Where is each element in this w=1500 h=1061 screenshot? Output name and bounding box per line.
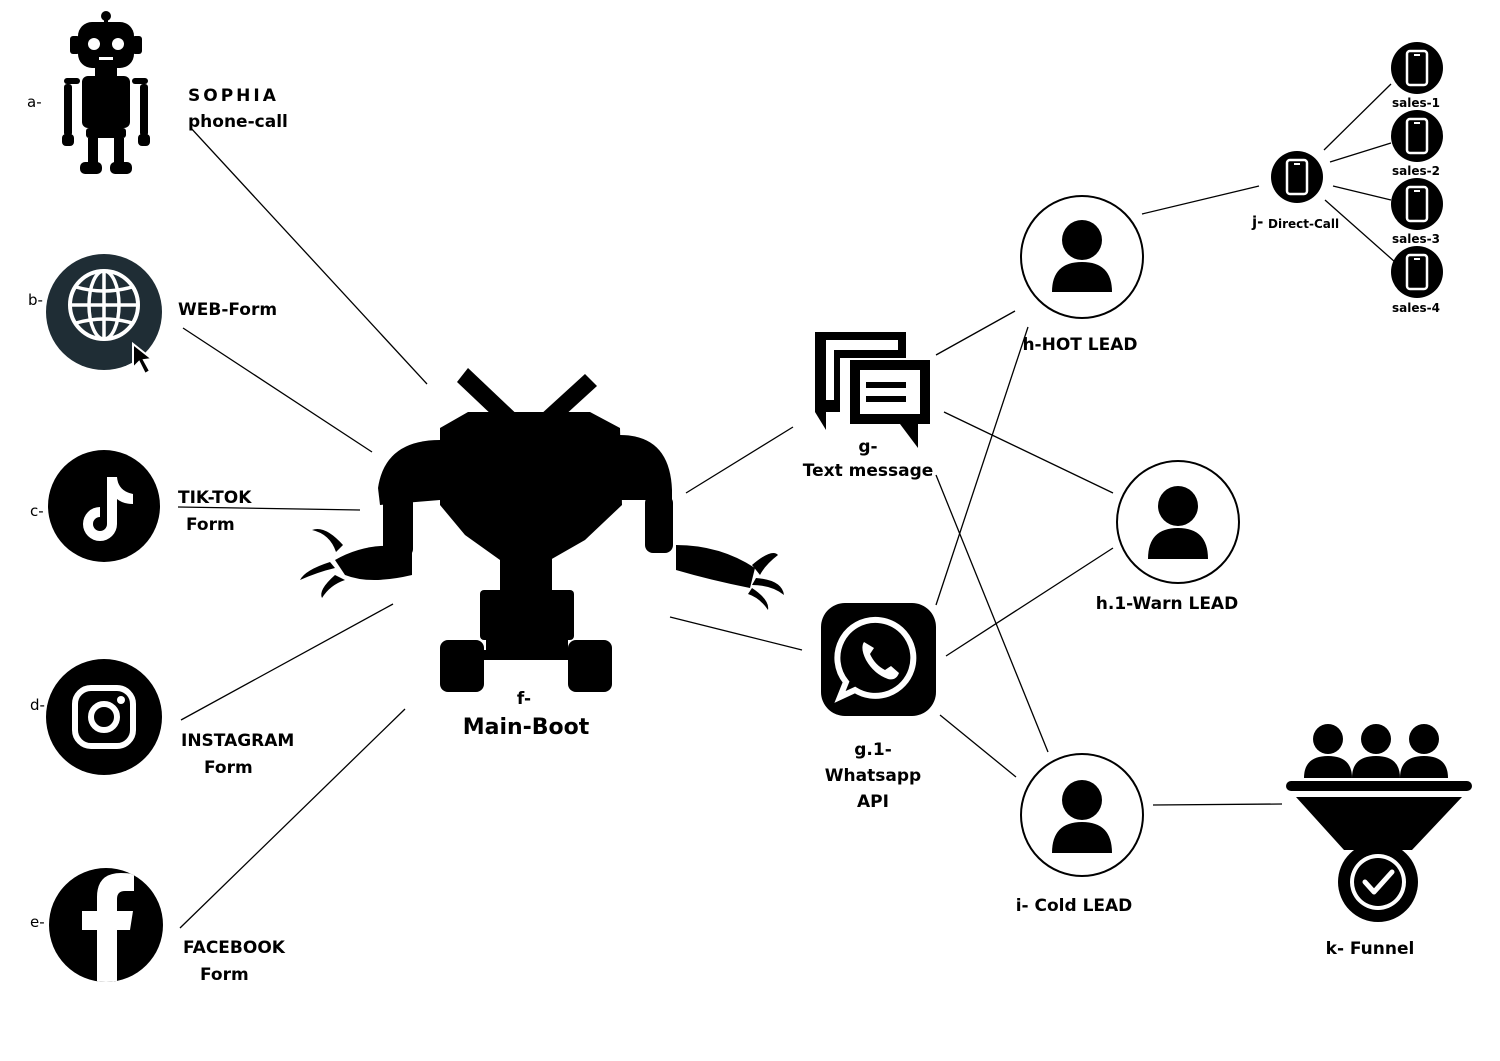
source-letter-d: d- xyxy=(30,696,45,714)
source-title: TIK-TOK xyxy=(178,488,252,508)
source-tiktok: c- TIK-TOK Form xyxy=(30,450,252,562)
channel-title: Whatsapp xyxy=(825,766,921,786)
source-letter-e: e- xyxy=(30,913,45,931)
edge-tiktok-mainboot xyxy=(177,506,361,511)
sales-node: sales-3 xyxy=(1391,178,1443,246)
source-facebook: e- FACEBOOK Form xyxy=(30,868,286,985)
edge-directcall-sales4 xyxy=(1324,199,1396,263)
main-boot-letter: f- xyxy=(517,689,531,709)
phone-icon xyxy=(1391,110,1443,162)
instagram-icon xyxy=(46,659,162,775)
edge-whatsapp-hot xyxy=(935,326,1029,606)
source-instagram: d- INSTAGRAM Form xyxy=(30,659,294,778)
lead-warm: h.1-Warn LEAD xyxy=(1096,460,1240,614)
globe-cursor-icon xyxy=(46,254,162,376)
edge-whatsapp-warm xyxy=(945,547,1114,657)
source-subtitle: Form xyxy=(200,965,249,985)
edge-directcall-sales3 xyxy=(1332,185,1392,201)
source-title: INSTAGRAM xyxy=(181,731,294,751)
user-icon xyxy=(1020,753,1144,877)
lead-label: h.1-Warn LEAD xyxy=(1096,594,1238,614)
lead-cold: i- Cold LEAD xyxy=(1016,753,1144,916)
edge-instagram-mainboot xyxy=(180,603,394,721)
tiktok-icon xyxy=(48,450,160,562)
phone-icon xyxy=(1271,151,1323,203)
funnel-label: k- Funnel xyxy=(1326,939,1415,959)
sales-label: sales-1 xyxy=(1392,96,1440,110)
source-subtitle: Form xyxy=(186,515,235,535)
edge-text-warm xyxy=(943,411,1114,494)
phone-icon xyxy=(1391,42,1443,94)
edge-text-hot xyxy=(935,310,1016,356)
source-letter-a: a- xyxy=(27,93,42,111)
sales-node: sales-4 xyxy=(1391,246,1443,315)
source-letter-c: c- xyxy=(30,502,44,520)
facebook-icon xyxy=(49,868,163,982)
source-title: FACEBOOK xyxy=(183,938,286,958)
lead-label: h-HOT LEAD xyxy=(1022,335,1137,355)
source-title: SOPHIA xyxy=(188,86,279,106)
direct-call: j- Direct-Call xyxy=(1251,151,1339,231)
sales-label: sales-2 xyxy=(1392,164,1440,178)
sales-team: sales-1 sales-2 sales-3 sales xyxy=(1391,42,1443,315)
source-web-form: b- WEB-Form xyxy=(28,254,277,376)
source-subtitle: phone-call xyxy=(188,112,288,132)
main-boot: f- Main-Boot xyxy=(300,368,784,740)
connections xyxy=(177,83,1396,929)
direct-call-label: Direct-Call xyxy=(1268,217,1339,231)
channel-letter: g.1- xyxy=(854,740,892,760)
source-sophia: a- SOPHIA phone-call xyxy=(27,11,288,174)
channel-title: Text message xyxy=(803,461,934,481)
sales-node: sales-1 xyxy=(1391,42,1443,110)
user-icon xyxy=(1116,460,1240,584)
lead-label: i- Cold LEAD xyxy=(1016,896,1133,916)
sales-node: sales-2 xyxy=(1391,110,1443,178)
channel-whatsapp: g.1- Whatsapp API xyxy=(821,603,936,812)
edge-text-cold xyxy=(935,474,1049,753)
edge-cold-funnel xyxy=(1152,803,1283,806)
main-robot-icon xyxy=(300,368,784,692)
edge-facebook-mainboot xyxy=(179,708,406,929)
edge-web-mainboot xyxy=(182,327,373,453)
whatsapp-icon xyxy=(821,603,936,716)
source-letter-b: b- xyxy=(28,291,43,309)
source-subtitle: Form xyxy=(204,758,253,778)
edge-mainboot-whatsapp xyxy=(669,616,803,651)
phone-icon xyxy=(1391,246,1443,298)
chat-bubbles-icon xyxy=(815,332,930,448)
phone-icon xyxy=(1391,178,1443,230)
source-title: WEB-Form xyxy=(178,300,277,320)
user-icon xyxy=(1020,195,1144,319)
funnel-icon xyxy=(1286,724,1472,922)
edge-hot-directcall xyxy=(1141,185,1260,215)
sales-label: sales-4 xyxy=(1392,301,1440,315)
channel-text-message: g- Text message xyxy=(803,332,934,481)
direct-call-letter: j- xyxy=(1251,213,1263,231)
sales-label: sales-3 xyxy=(1392,232,1440,246)
funnel: k- Funnel xyxy=(1286,724,1472,959)
main-boot-title: Main-Boot xyxy=(463,715,590,740)
edge-mainboot-text xyxy=(685,426,794,494)
channel-subtitle: API xyxy=(857,792,889,812)
lead-hot: h-HOT LEAD xyxy=(1020,195,1144,355)
edge-directcall-sales2 xyxy=(1329,142,1392,163)
edge-directcall-sales1 xyxy=(1323,83,1392,151)
edge-whatsapp-cold xyxy=(939,714,1017,778)
robot-icon xyxy=(62,11,150,174)
channel-letter: g- xyxy=(858,437,877,457)
edge-sophia-mainboot xyxy=(189,126,428,385)
